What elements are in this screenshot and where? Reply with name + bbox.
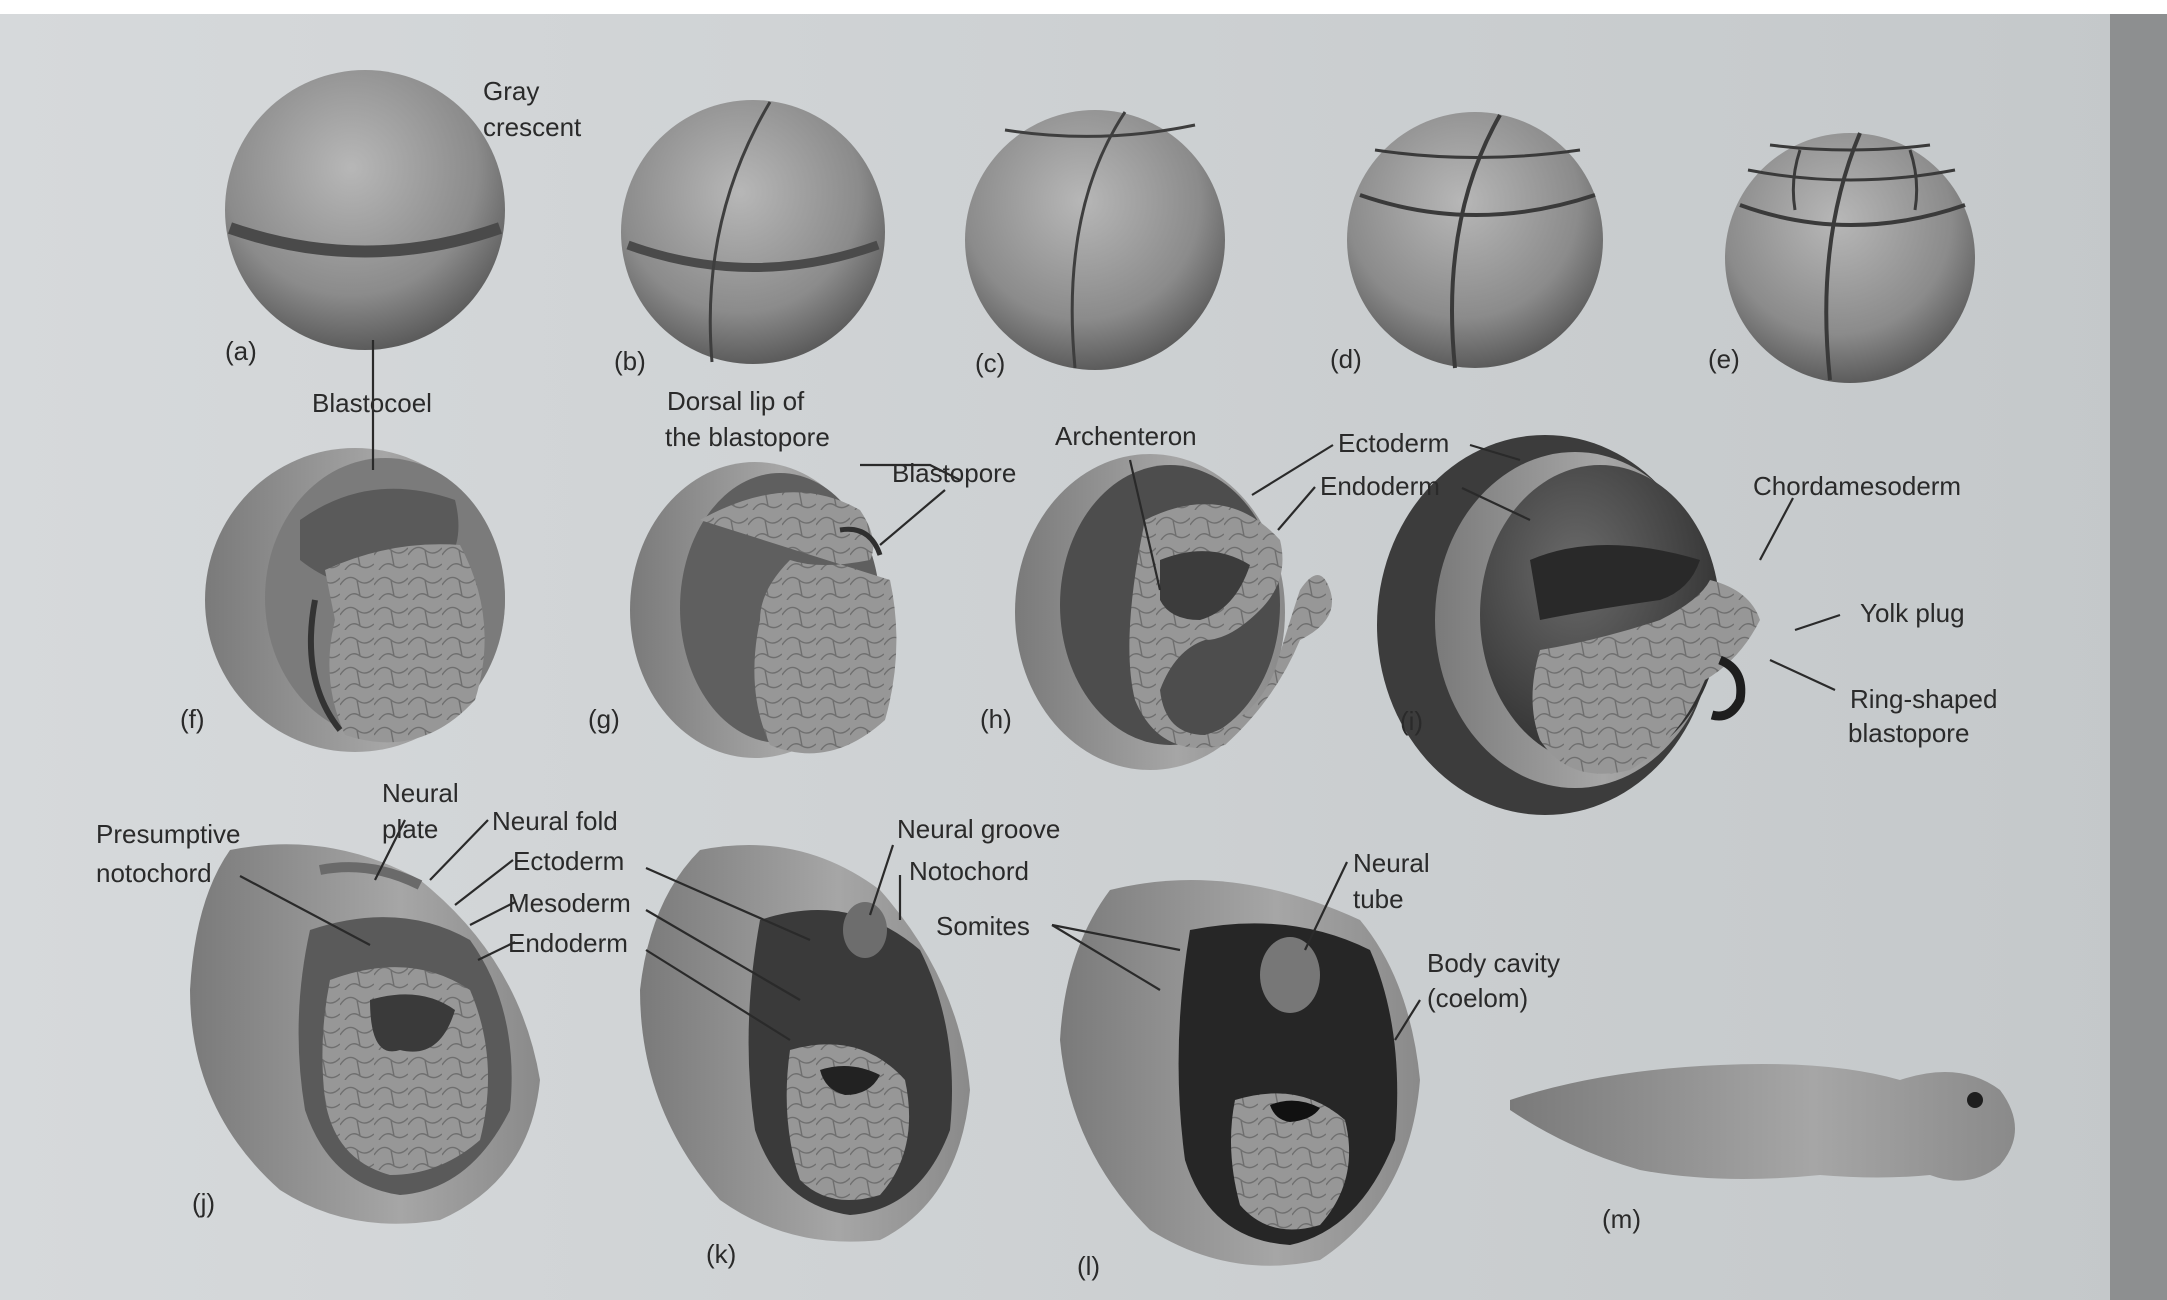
stage-f-blastula-section (205, 448, 505, 752)
label-ectoderm-h: Ectoderm (1338, 428, 1449, 458)
label-mesoderm-j: Mesoderm (508, 888, 631, 918)
label-neural-plate-2: plate (382, 814, 438, 844)
page-right-shadow (2110, 0, 2167, 1300)
label-endoderm-j: Endoderm (508, 928, 628, 958)
label-gray-crescent-1: Gray (483, 76, 539, 106)
panel-label-k: (k) (706, 1239, 736, 1269)
label-somites: Somites (936, 911, 1030, 941)
panel-label-e: (e) (1708, 344, 1740, 374)
page-top-shadow (0, 0, 2167, 14)
label-yolk-plug: Yolk plug (1860, 598, 1965, 628)
stage-e-blastula (1725, 133, 1975, 383)
panel-label-a: (a) (225, 336, 257, 366)
label-neural-groove: Neural groove (897, 814, 1060, 844)
panel-label-g: (g) (588, 704, 620, 734)
label-neural-plate-1: Neural (382, 778, 459, 808)
panel-label-f: (f) (180, 704, 205, 734)
panel-label-j: (j) (192, 1188, 215, 1218)
label-neural-tube-2: tube (1353, 884, 1404, 914)
panel-label-b: (b) (614, 346, 646, 376)
label-archenteron: Archenteron (1055, 421, 1197, 451)
label-ectoderm-j: Ectoderm (513, 846, 624, 876)
label-neural-fold: Neural fold (492, 806, 618, 836)
label-ring-blastopore-1: Ring-shaped (1850, 684, 1997, 714)
stage-d-eight-cell (1347, 112, 1603, 368)
label-gray-crescent-2: crescent (483, 112, 582, 142)
panel-label-l: (l) (1077, 1251, 1100, 1281)
label-endoderm-h: Endoderm (1320, 471, 1440, 501)
panel-label-h: (h) (980, 704, 1012, 734)
stage-b-two-cell (621, 100, 885, 364)
label-neural-tube-1: Neural (1353, 848, 1430, 878)
stage-a-zygote (225, 70, 505, 350)
label-body-cavity-2: (coelom) (1427, 983, 1528, 1013)
label-ring-blastopore-2: blastopore (1848, 718, 1969, 748)
label-blastopore: Blastopore (892, 458, 1016, 488)
panel-label-m: (m) (1602, 1204, 1641, 1234)
panel-label-d: (d) (1330, 344, 1362, 374)
label-body-cavity-1: Body cavity (1427, 948, 1560, 978)
label-blastocoel: Blastocoel (312, 388, 432, 418)
stage-c-four-cell (965, 110, 1225, 370)
label-dorsal-lip-2: the blastopore (665, 422, 830, 452)
label-dorsal-lip-1: Dorsal lip of (667, 386, 805, 416)
label-presumptive-notochord-1: Presumptive (96, 819, 241, 849)
panel-label-c: (c) (975, 348, 1005, 378)
panel-label-i: (i) (1400, 706, 1423, 736)
label-notochord: Notochord (909, 856, 1029, 886)
label-presumptive-notochord-2: notochord (96, 858, 212, 888)
label-chordamesoderm: Chordamesoderm (1753, 471, 1961, 501)
